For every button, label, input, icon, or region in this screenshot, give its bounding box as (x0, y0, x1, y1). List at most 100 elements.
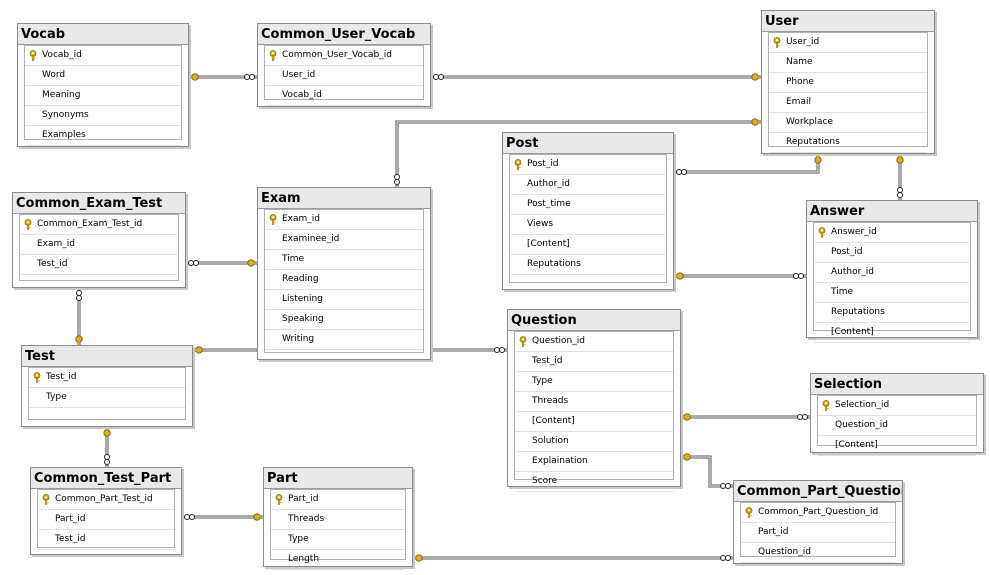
many-end-infinity-icon (897, 187, 903, 198)
column-row[interactable]: Vocab_id (25, 46, 181, 66)
column-row[interactable]: Explaination (515, 452, 673, 472)
column-row[interactable]: Threads (515, 392, 673, 412)
column-row[interactable]: [Content] (818, 436, 976, 456)
column-row[interactable]: Listening (265, 290, 423, 310)
column-row[interactable]: Author_id (510, 175, 666, 195)
column-row[interactable]: Common_Part_Question_id (741, 503, 895, 523)
column-row[interactable]: Exam_id (20, 235, 178, 255)
column-row[interactable]: Email (769, 93, 927, 113)
relationship-user-post[interactable] (674, 154, 822, 175)
column-row[interactable]: Time (265, 250, 423, 270)
column-row[interactable]: Score (515, 472, 673, 492)
relationship-user-common-user-vocab[interactable] (431, 73, 761, 81)
column-row[interactable]: Answer_id (814, 223, 970, 243)
column-row[interactable]: Question_id (515, 332, 673, 352)
relationship-user-exam[interactable] (394, 118, 762, 187)
column-row[interactable]: [Content] (515, 412, 673, 432)
column-row[interactable]: User_id (265, 66, 423, 86)
column-row[interactable]: Workplace (769, 113, 927, 133)
column-row[interactable]: Examinee_id (265, 230, 423, 250)
primary-key-icon (42, 494, 53, 505)
column-row[interactable]: Writing (265, 330, 423, 350)
column-row[interactable]: User_id (769, 33, 927, 53)
column-row[interactable]: Post_time (510, 195, 666, 215)
column-row[interactable]: Reputations (769, 133, 927, 153)
column-row[interactable]: [Content] (814, 323, 970, 343)
column-row[interactable]: Examples (25, 126, 181, 146)
column-row[interactable]: Part_id (741, 523, 895, 543)
table-common-part-question[interactable]: Common_Part_Question Common_Part_Questio… (733, 480, 903, 564)
column-row[interactable]: Speaking (265, 310, 423, 330)
column-row[interactable]: Reputations (814, 303, 970, 323)
column-row[interactable]: Reading (265, 270, 423, 290)
column-row[interactable]: Test_id (29, 368, 185, 388)
relationship-vocab-common-user-vocab[interactable] (189, 73, 257, 81)
column-row[interactable]: Common_Exam_Test_id (20, 215, 178, 235)
column-name: Speaking (282, 314, 324, 324)
column-row[interactable]: Type (515, 372, 673, 392)
column-name: Name (786, 57, 813, 67)
column-row[interactable]: Name (769, 53, 927, 73)
column-row[interactable]: Threads (271, 510, 405, 530)
column-row[interactable]: [Content] (510, 235, 666, 255)
relationship-test-common-exam-test[interactable] (75, 288, 83, 345)
column-row[interactable]: Time (814, 283, 970, 303)
column-name: Word (42, 70, 66, 80)
column-row[interactable]: Part_id (38, 510, 174, 530)
relationship-question-selection[interactable] (681, 413, 810, 421)
column-row[interactable]: Common_Part_Test_id (38, 490, 174, 510)
relationship-user-answer[interactable] (896, 154, 904, 200)
relationship-part-common-part-question[interactable] (413, 554, 733, 562)
column-row[interactable]: Selection_id (818, 396, 976, 416)
column-row[interactable]: Type (29, 388, 185, 408)
column-row[interactable]: Synonyms (25, 106, 181, 126)
column-row[interactable]: Word (25, 66, 181, 86)
column-row[interactable]: Test_id (20, 255, 178, 275)
column-row[interactable]: Meaning (25, 86, 181, 106)
relationship-question-common-part-question[interactable] (681, 453, 733, 489)
column-row[interactable]: Reputations (510, 255, 666, 275)
relationship-part-common-test-part[interactable] (182, 513, 263, 521)
column-name: Part_id (288, 494, 319, 504)
column-row[interactable]: Phone (769, 73, 927, 93)
column-row[interactable]: Length (271, 550, 405, 570)
column-name: User_id (786, 37, 820, 47)
column-row[interactable]: Question_id (741, 543, 895, 563)
column-row[interactable]: Post_id (510, 155, 666, 175)
relationship-post-answer[interactable] (674, 272, 806, 280)
column-row[interactable]: Vocab_id (265, 86, 423, 106)
column-row[interactable]: Question_id (818, 416, 976, 436)
column-row[interactable]: Common_User_Vocab_id (265, 46, 423, 66)
column-name: Post_id (527, 159, 559, 169)
column-row[interactable]: Post_id (814, 243, 970, 263)
relationship-test-common-test-part[interactable] (103, 427, 111, 467)
column-row[interactable]: Test_id (515, 352, 673, 372)
relationship-exam-common-exam-test[interactable] (186, 259, 257, 267)
column-row[interactable]: Solution (515, 432, 673, 452)
column-name: Post_time (527, 199, 571, 209)
column-name: Views (527, 219, 554, 229)
column-row[interactable]: Views (510, 215, 666, 235)
column-row[interactable]: Type (271, 530, 405, 550)
column-row[interactable]: Exam_id (265, 210, 423, 230)
column-row[interactable]: Part_id (271, 490, 405, 510)
column-row[interactable]: Test_id (38, 530, 174, 550)
column-row[interactable]: Author_id (814, 263, 970, 283)
